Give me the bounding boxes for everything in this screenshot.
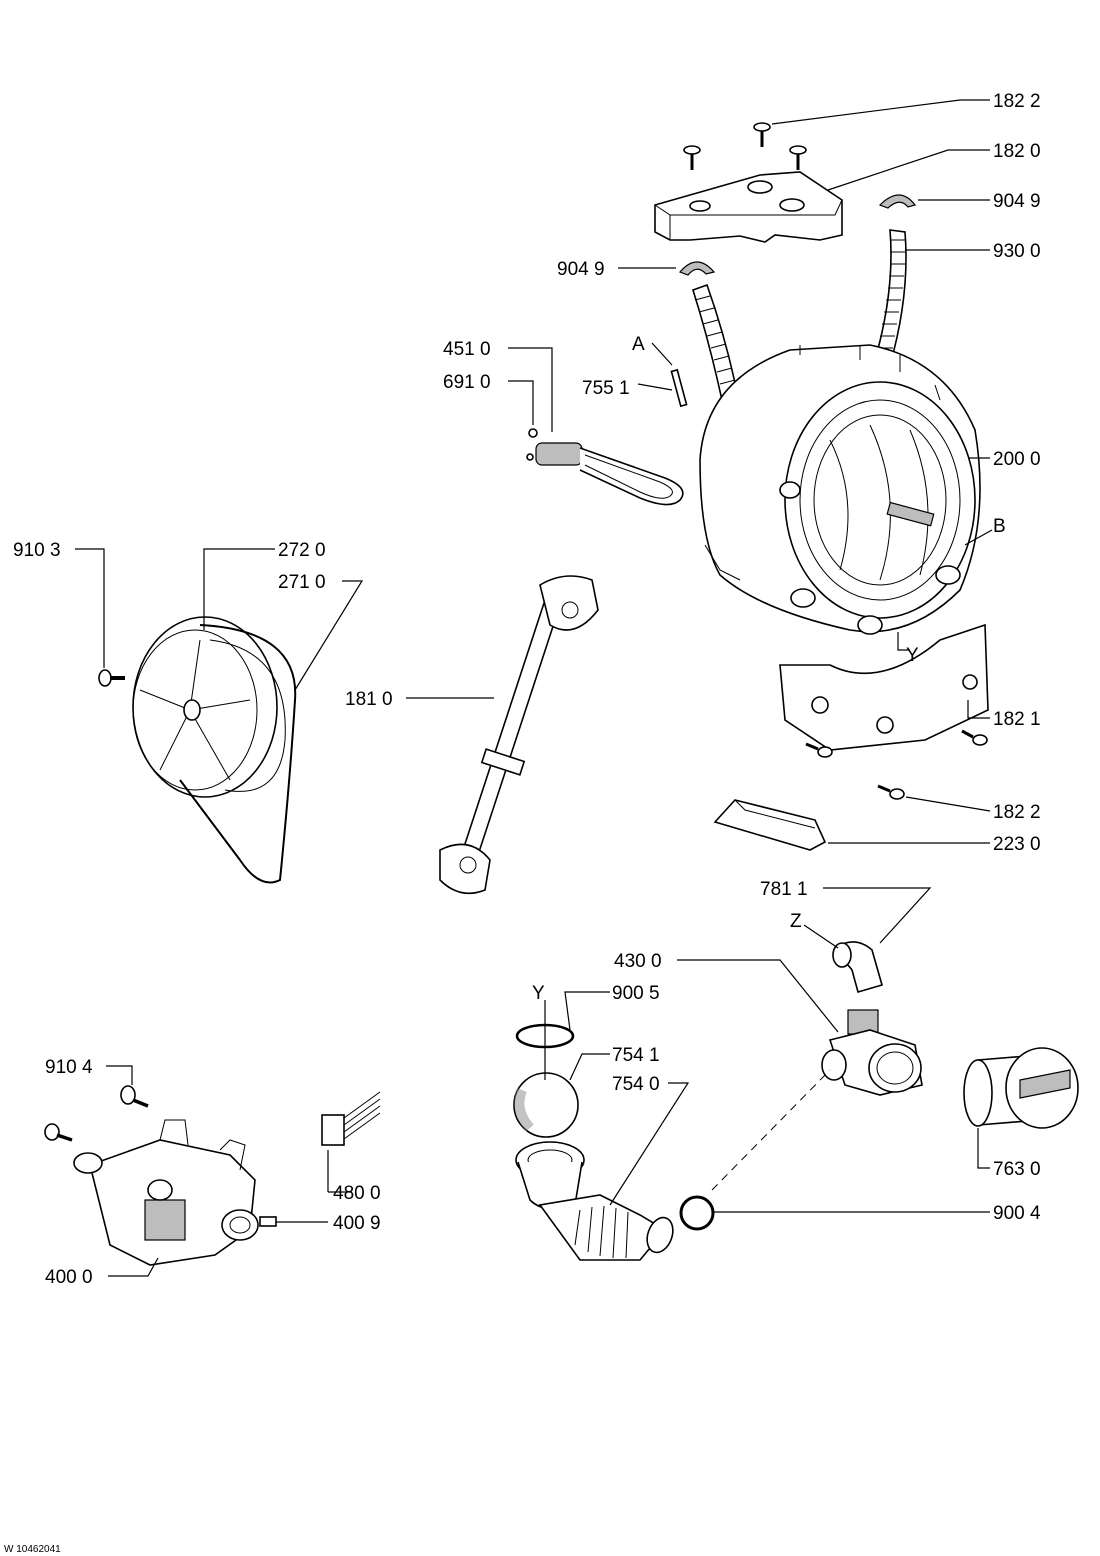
pin-755 (670, 368, 688, 408)
drum-pulley (132, 616, 286, 798)
screw-910-4a (120, 1085, 149, 1108)
label-900-5: 900 5 (612, 983, 660, 1004)
lower-counterweight (779, 623, 989, 751)
hose-930 (874, 229, 907, 367)
tub-assembly (699, 344, 981, 635)
brush-400-9 (259, 1216, 277, 1227)
screw-910-3 (98, 669, 125, 687)
label-755-1: 755 1 (582, 378, 630, 399)
label-754-1: 754 1 (612, 1045, 660, 1066)
screws-182-2-lower (805, 729, 988, 800)
footer-code: W 10462041 (4, 1544, 61, 1555)
label-930-0: 930 0 (993, 241, 1041, 262)
label-451-0: 451 0 (443, 339, 491, 360)
motor (73, 1119, 259, 1266)
pump-filter (963, 1047, 1079, 1129)
drain-pump (821, 1009, 923, 1096)
leader-lines (75, 99, 993, 1277)
callout-labels: 182 2 182 0 904 9 930 0 904 9 451 0 691 … (4, 91, 1041, 1555)
label-181-0: 181 0 (345, 689, 393, 710)
top-screws (683, 122, 807, 170)
drive-belt (179, 624, 297, 884)
label-B: B (993, 516, 1006, 537)
hose-clamp-right (878, 194, 917, 209)
label-200-0: 200 0 (993, 449, 1041, 470)
label-763-0: 763 0 (993, 1159, 1041, 1180)
label-781-1: 781 1 (760, 879, 808, 900)
label-182-2-bottom: 182 2 (993, 802, 1041, 823)
check-ball (513, 1072, 579, 1138)
label-910-3: 910 3 (13, 540, 61, 561)
label-Y-sump: Y (532, 983, 545, 1004)
label-904-9-right: 904 9 (993, 191, 1041, 212)
label-A: A (632, 334, 645, 355)
label-400-0: 400 0 (45, 1267, 93, 1288)
screw-910-4b (44, 1123, 73, 1142)
hose-elbow (832, 941, 883, 993)
label-904-9-left: 904 9 (557, 259, 605, 280)
label-Z: Z (790, 911, 802, 932)
shock-absorber (439, 575, 599, 895)
label-910-4: 910 4 (45, 1057, 93, 1078)
drum-lifter (713, 799, 827, 851)
label-691-0: 691 0 (443, 372, 491, 393)
sump-hose (515, 1141, 674, 1261)
label-182-2-top: 182 2 (993, 91, 1041, 112)
label-272-0: 272 0 (278, 540, 326, 561)
label-430-0: 430 0 (614, 951, 662, 972)
label-271-0: 271 0 (278, 572, 326, 593)
label-223-0: 223 0 (993, 834, 1041, 855)
heater-element (526, 428, 684, 506)
label-Y-tub: Y (906, 645, 919, 666)
clamp-900-4 (679, 1195, 715, 1231)
hose-clamp-left (678, 261, 716, 276)
label-182-0: 182 0 (993, 141, 1041, 162)
label-480-0: 480 0 (333, 1183, 381, 1204)
label-182-1: 182 1 (993, 709, 1041, 730)
label-900-4: 900 4 (993, 1203, 1041, 1224)
motor-connector (321, 1091, 381, 1146)
top-counterweight (654, 171, 843, 243)
label-754-0: 754 0 (612, 1074, 660, 1095)
label-400-9: 400 9 (333, 1213, 381, 1234)
